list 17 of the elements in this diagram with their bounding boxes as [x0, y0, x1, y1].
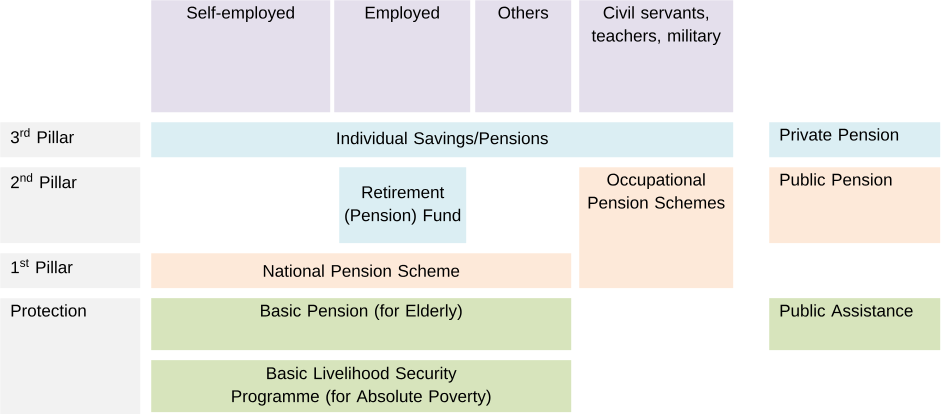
- pension-box: Basic Pension (for Elderly): [151, 298, 572, 350]
- row-label: Protection: [0, 298, 140, 414]
- pension-box: Retirement (Pension) Fund: [339, 167, 466, 244]
- row-label: 3$^{rd}$ Pillar: [0, 122, 140, 158]
- column-header: Employed: [334, 0, 470, 112]
- pension-box: Individual Savings/Pensions: [151, 122, 734, 158]
- pension-box: Public Pension: [769, 167, 940, 244]
- pension-box: Public Assistance: [769, 298, 940, 350]
- pension-box: National Pension Scheme: [151, 253, 572, 288]
- column-header: Self-employed: [151, 0, 330, 112]
- column-header: Civil servants, teachers, military: [579, 0, 734, 112]
- column-header: Others: [475, 0, 572, 112]
- pension-box: Occupational Pension Schemes: [579, 167, 734, 288]
- pension-box: Basic Livelihood Security Programme (for Absolute Poverty): [151, 360, 572, 412]
- row-label: 1$^{st}$ Pillar: [0, 253, 140, 288]
- pension-box: Private Pension: [769, 122, 940, 158]
- row-label: 2$^{nd}$ Pillar: [0, 167, 140, 244]
